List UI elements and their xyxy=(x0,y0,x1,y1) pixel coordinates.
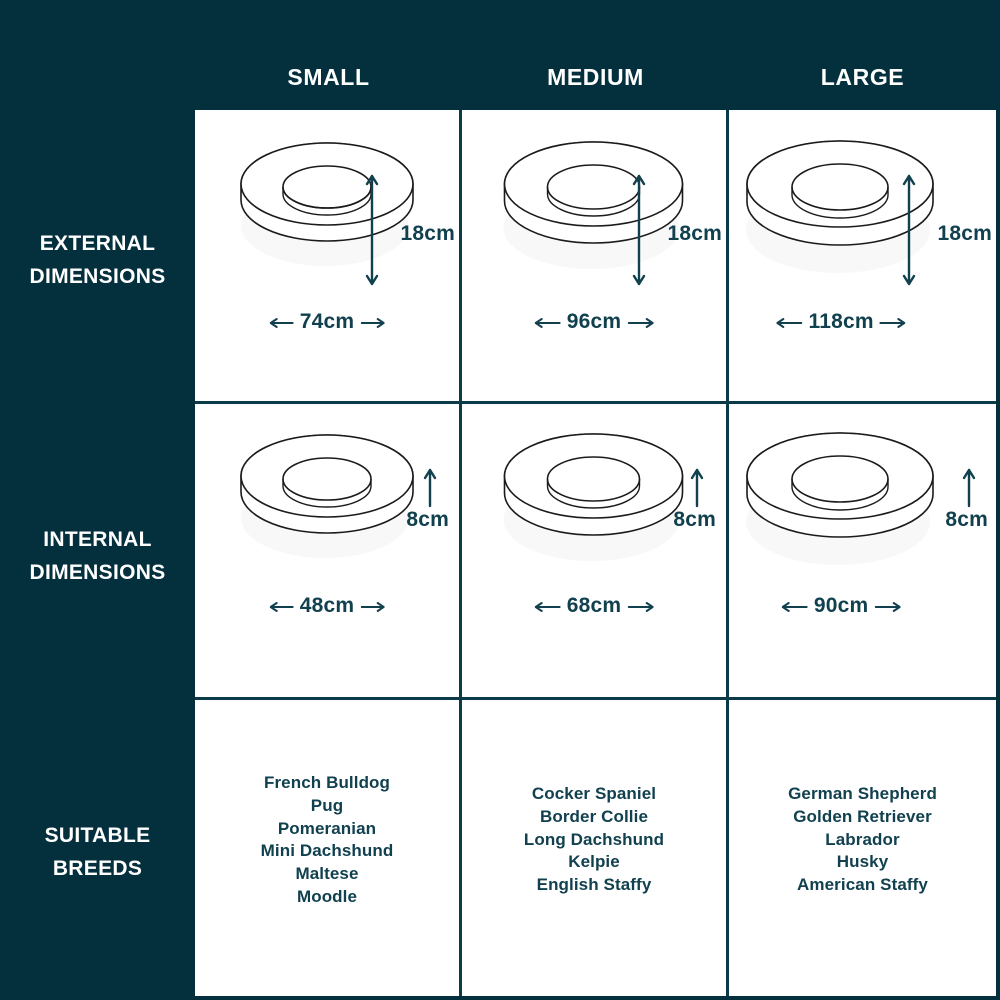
row-label-internal-dimensions: INTERNAL DIMENSIONS xyxy=(0,524,195,589)
row-label-suitable-breeds: SUITABLE BREEDS xyxy=(0,820,195,885)
arrow-vertical-icon xyxy=(633,174,646,286)
list-item: Golden Retriever xyxy=(793,806,932,826)
arrow-left-icon xyxy=(534,318,561,328)
dimension-height-internal-medium-value: 8cm xyxy=(673,508,716,531)
arrow-left-icon xyxy=(269,318,294,328)
arrow-left-icon xyxy=(781,602,808,612)
row-label-breeds-line2: BREEDS xyxy=(52,856,143,880)
row-label-external-line2: DIMENSIONS xyxy=(29,264,166,288)
list-item: Mini Dachshund xyxy=(260,841,394,861)
bed-illustration-external-large xyxy=(729,110,996,401)
breed-list-large: German Shepherd Golden Retriever Labrado… xyxy=(729,783,996,897)
dimension-height-external-small-value: 18cm xyxy=(400,222,455,245)
list-item: Pug xyxy=(310,795,344,815)
dimension-width-external-small-value: 74cm xyxy=(299,310,355,333)
dimension-height-external-large-value: 18cm xyxy=(937,222,992,245)
dimension-height-external-medium-value: 18cm xyxy=(667,222,722,245)
cell-internal-medium: 68cm 8cm xyxy=(462,404,729,700)
dimension-width-internal-medium-value: 68cm xyxy=(566,594,622,617)
dimension-width-external-small: 74cm xyxy=(269,310,385,334)
arrow-left-icon xyxy=(534,602,561,612)
arrow-right-icon xyxy=(360,602,385,612)
bed-illustration-internal-small xyxy=(195,404,459,697)
bed-illustration-external-medium xyxy=(462,110,726,401)
list-item: Long Dachshund xyxy=(523,829,665,849)
row-label-internal-line1: INTERNAL xyxy=(43,528,152,551)
arrow-right-icon xyxy=(879,318,906,328)
dimension-width-internal-medium: 68cm xyxy=(534,594,654,618)
arrow-up-icon xyxy=(691,468,704,508)
dimension-height-internal-large: 8cm xyxy=(945,468,988,532)
breed-list-medium: Cocker Spaniel Border Collie Long Dachsh… xyxy=(462,783,726,897)
dimension-width-internal-small: 48cm xyxy=(269,594,385,618)
arrow-right-icon xyxy=(627,602,654,612)
cell-breeds-small: French Bulldog Pug Pomeranian Mini Dachs… xyxy=(195,700,462,996)
size-guide-grid: 74cm 18cm 9 xyxy=(195,110,996,996)
dimension-height-external-medium: 18cm xyxy=(633,174,722,286)
arrow-vertical-icon xyxy=(903,174,916,286)
dimension-height-external-small: 18cm xyxy=(366,174,455,286)
donut-bed-icon xyxy=(503,141,684,269)
cell-breeds-medium: Cocker Spaniel Border Collie Long Dachsh… xyxy=(462,700,729,996)
cell-external-small: 74cm 18cm xyxy=(195,110,462,404)
donut-bed-icon xyxy=(746,432,934,565)
dimension-width-internal-large-value: 90cm xyxy=(813,594,869,617)
dimension-width-external-large: 118cm xyxy=(776,310,906,334)
list-item: Moodle xyxy=(296,886,358,906)
donut-bed-icon xyxy=(746,140,934,273)
list-item: Cocker Spaniel xyxy=(531,784,657,803)
dimension-width-internal-small-value: 48cm xyxy=(299,594,355,617)
breed-list-small: French Bulldog Pug Pomeranian Mini Dachs… xyxy=(195,772,459,909)
cell-internal-large: 90cm 8cm xyxy=(729,404,996,700)
row-label-internal-line2: DIMENSIONS xyxy=(29,560,166,584)
dimension-height-external-large: 18cm xyxy=(903,174,992,286)
arrow-left-icon xyxy=(269,602,294,612)
arrow-left-icon xyxy=(776,318,803,328)
dimension-width-external-large-value: 118cm xyxy=(808,310,874,333)
list-item: Pomeranian xyxy=(277,818,377,838)
list-item: American Staffy xyxy=(797,875,928,895)
bed-illustration-internal-medium xyxy=(462,404,726,697)
row-label-external-dimensions: EXTERNAL DIMENSIONS xyxy=(0,228,195,293)
cell-internal-small: 48cm 8cm xyxy=(195,404,462,700)
row-label-external-line1: EXTERNAL xyxy=(39,232,156,255)
cell-breeds-large: German Shepherd Golden Retriever Labrado… xyxy=(729,700,996,996)
list-item: Labrador xyxy=(825,829,900,849)
arrow-right-icon xyxy=(874,602,901,612)
dimension-height-internal-large-value: 8cm xyxy=(945,508,988,531)
column-header-large: LARGE xyxy=(820,63,905,90)
dimension-height-internal-small: 8cm xyxy=(406,468,449,532)
dimension-height-internal-medium: 8cm xyxy=(673,468,716,532)
list-item: English Staffy xyxy=(536,875,652,895)
column-header-row: SMALL MEDIUM LARGE xyxy=(195,0,996,110)
cell-external-medium: 96cm 18cm xyxy=(462,110,729,404)
list-item: Kelpie xyxy=(568,852,620,872)
dimension-width-internal-large: 90cm xyxy=(781,594,901,618)
donut-bed-icon xyxy=(240,142,414,266)
bed-illustration-internal-large xyxy=(729,404,996,697)
list-item: French Bulldog xyxy=(263,773,391,792)
donut-bed-icon xyxy=(240,434,414,558)
arrow-vertical-icon xyxy=(366,174,379,286)
list-item: German Shepherd xyxy=(788,784,937,803)
list-item: Maltese xyxy=(295,864,359,884)
row-label-breeds-line1: SUITABLE xyxy=(44,824,151,847)
arrow-up-icon xyxy=(424,468,437,508)
list-item: Husky xyxy=(836,852,889,872)
dimension-height-internal-small-value: 8cm xyxy=(406,508,449,531)
bed-illustration-external-small xyxy=(195,110,459,401)
arrow-up-icon xyxy=(963,468,976,508)
dimension-width-external-medium: 96cm xyxy=(534,310,654,334)
column-header-medium: MEDIUM xyxy=(547,63,644,90)
arrow-right-icon xyxy=(627,318,654,328)
cell-external-large: 118cm 18cm xyxy=(729,110,996,404)
dimension-width-external-medium-value: 96cm xyxy=(566,310,622,333)
donut-bed-icon xyxy=(503,433,684,561)
list-item: Border Collie xyxy=(539,806,649,826)
arrow-right-icon xyxy=(360,318,385,328)
column-header-small: SMALL xyxy=(287,63,370,90)
